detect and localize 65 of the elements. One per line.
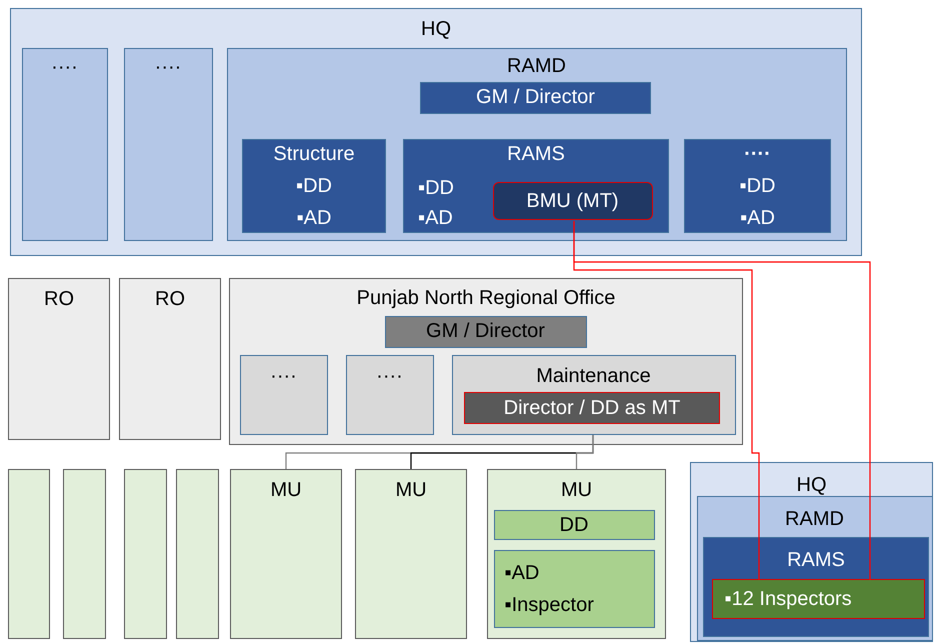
org-box (240, 354, 328, 434)
org-box (403, 139, 669, 233)
org-box (684, 139, 831, 233)
bullet-item: ▪Inspector (504, 592, 594, 616)
box-title: HQ (421, 17, 451, 41)
box-title: RAMS (787, 548, 845, 572)
box-title: ···· (270, 364, 297, 388)
role-box (712, 578, 924, 618)
org-box (230, 469, 342, 639)
box-title: HQ (796, 473, 826, 497)
box-title: GM / Director (426, 318, 545, 342)
bullet-item: ▪AD (418, 206, 453, 230)
org-box (10, 8, 862, 256)
box-title: RAMD (785, 506, 844, 530)
connector-line (573, 221, 871, 580)
box-title: ▪12 Inspectors (724, 586, 852, 610)
box-title: MU (270, 478, 302, 502)
org-box (355, 469, 467, 639)
box-title: Maintenance (536, 364, 651, 388)
box-title: Structure (273, 142, 355, 166)
connector-line (576, 435, 594, 469)
org-box (696, 496, 932, 640)
box-title: RAMS (506, 142, 566, 166)
org-box (487, 469, 666, 639)
unit-bar (124, 469, 167, 639)
box-title: GM / Director (476, 85, 595, 109)
org-box (119, 278, 221, 440)
box-title: ▪AD (504, 560, 540, 584)
org-box (346, 354, 434, 434)
box-title: ···· (376, 364, 403, 388)
box-title: ···· (744, 142, 771, 166)
role-box (492, 182, 652, 220)
org-box (8, 278, 110, 440)
org-box (690, 462, 933, 642)
role-box (494, 550, 654, 628)
org-box (242, 139, 386, 233)
bullet-item: ▪AD (740, 206, 775, 230)
box-title: BMU (MT) (526, 188, 619, 212)
unit-bar (8, 469, 50, 639)
unit-bar (63, 469, 106, 639)
box-title: RAMD (507, 54, 566, 78)
bullet-item: ▪AD (296, 206, 332, 230)
bullet-item: ▪DD (740, 174, 776, 198)
role-box (464, 392, 720, 424)
org-box (226, 48, 846, 240)
box-title: Director / DD as MT (504, 396, 680, 420)
box-title: DD (560, 512, 588, 536)
box-title: RO (155, 287, 185, 311)
org-box (22, 48, 108, 240)
role-box (420, 82, 651, 114)
role-box (494, 510, 654, 540)
org-box (229, 278, 743, 445)
box-title: Punjab North Regional Office (356, 286, 616, 310)
box-title: MU (560, 478, 592, 502)
box-title: ···· (154, 54, 182, 78)
role-box (384, 316, 586, 348)
org-box (703, 537, 929, 637)
org-box (452, 354, 736, 434)
bullet-item: ▪DD (296, 174, 332, 198)
box-title: RO (44, 287, 74, 311)
org-box (124, 48, 212, 240)
box-title: ···· (51, 54, 78, 78)
unit-bar (176, 469, 219, 639)
bullet-item: ▪DD (418, 176, 454, 200)
box-title: MU (395, 478, 427, 502)
